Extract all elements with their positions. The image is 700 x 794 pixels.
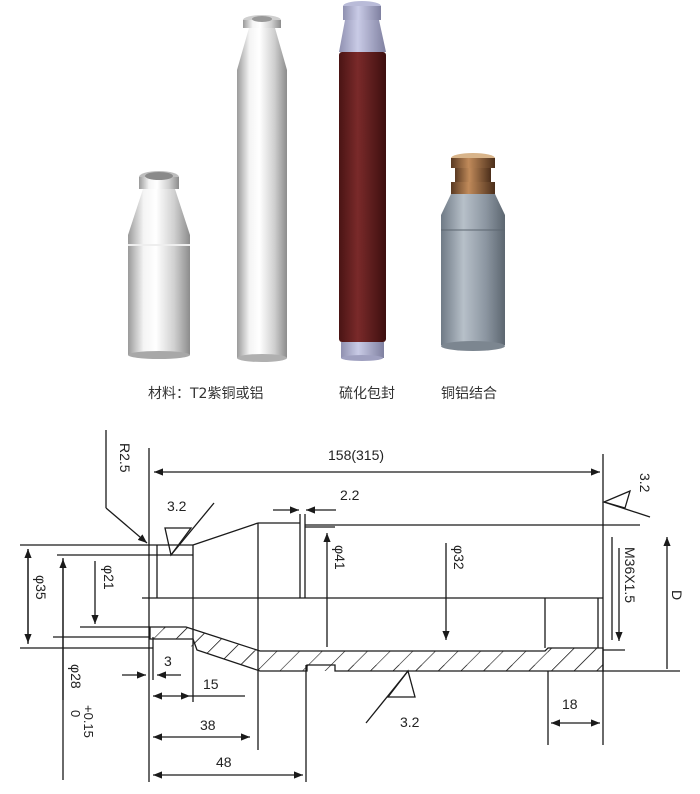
label-dia-32: φ32 xyxy=(451,545,467,570)
photo-long-silver-tube xyxy=(237,15,287,362)
photo-rubber-coated-tube xyxy=(339,1,386,361)
label-thread: M36X1.5 xyxy=(622,547,638,603)
label-dia-21: φ21 xyxy=(101,565,117,590)
product-photos-svg xyxy=(128,1,505,362)
label-len-38: 38 xyxy=(200,717,216,733)
label-d: D xyxy=(669,590,685,600)
label-dia-28: φ28 xyxy=(68,664,84,689)
label-tol-lower: 0 xyxy=(68,710,83,717)
photo-short-silver-tube xyxy=(128,171,190,359)
label-overall-length: 158(315) xyxy=(328,447,384,463)
label-roughness-bottom: 3.2 xyxy=(400,714,420,730)
label-dia-41: φ41 xyxy=(332,545,348,570)
label-roughness-top: 3.2 xyxy=(167,498,187,514)
caption-material: 材料：T2紫铜或铝 xyxy=(148,386,264,402)
label-dia-35: φ35 xyxy=(33,575,49,600)
caption-copper-aluminum: 铜铝结合 xyxy=(441,386,497,402)
label-len-48: 48 xyxy=(216,754,232,770)
label-len-15: 15 xyxy=(203,676,219,692)
caption-vulcanized: 硫化包封 xyxy=(339,386,395,402)
product-photos: 材料：T2紫铜或铝 硫化包封 铜铝结合 xyxy=(128,1,505,402)
drawing-svg: R2.5 158(315) 2.2 3.2 3.2 3.2 φ41 φ32 M3… xyxy=(20,430,685,782)
photo-copper-aluminum-tube xyxy=(441,153,505,351)
label-len-3: 3 xyxy=(164,653,172,669)
label-r25: R2.5 xyxy=(117,443,133,473)
label-roughness-right: 3.2 xyxy=(637,473,653,493)
label-tol-upper: +0.15 xyxy=(81,705,96,738)
technical-drawing: R2.5 158(315) 2.2 3.2 3.2 3.2 φ41 φ32 M3… xyxy=(0,410,700,789)
label-len-18: 18 xyxy=(562,696,578,712)
label-groove-width: 2.2 xyxy=(340,487,360,503)
